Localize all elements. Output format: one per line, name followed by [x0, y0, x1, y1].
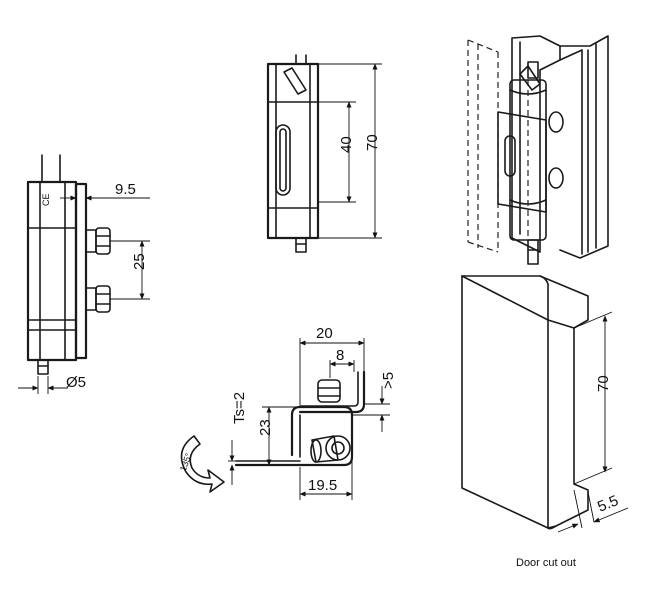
dim-slot: 40	[338, 136, 355, 153]
screw-hole	[548, 111, 564, 133]
dim-spacing: 25	[131, 253, 148, 270]
door-cutout-view: 70 5.5 Door cut out	[461, 275, 629, 569]
pin	[295, 237, 307, 253]
dim-width: 20	[316, 325, 333, 342]
hinge-front-body	[266, 62, 320, 240]
dim-offset: 9.5	[115, 181, 136, 198]
latch-pin	[283, 67, 307, 95]
hinge-body	[26, 180, 78, 362]
door-face	[461, 275, 549, 529]
caption: Door cut out	[516, 557, 576, 569]
top-view: 20 8 >5 23 Ts=2 19.5 135°	[178, 325, 397, 500]
bracket-outline	[234, 405, 354, 467]
door-plate	[497, 111, 547, 213]
nut-lower	[85, 285, 111, 313]
nut	[317, 379, 341, 403]
rotation-angle: 135°	[178, 451, 194, 472]
dim-depth: 23	[257, 419, 274, 436]
slot	[275, 124, 291, 196]
assembly-isometric	[467, 35, 609, 265]
nut-upper	[85, 227, 111, 255]
dim-thickness: Ts=2	[231, 392, 248, 424]
cutout-depth: 5.5	[595, 492, 621, 516]
pin	[37, 359, 49, 375]
screw-hole	[548, 167, 564, 189]
ce-mark: CE	[41, 193, 51, 206]
side-view: CE 9.5 25 Ø5	[18, 154, 150, 394]
dim-flange: 8	[336, 347, 344, 364]
mounting-plate	[74, 182, 88, 360]
dim-gap: >5	[380, 372, 397, 389]
front-view: 40 70	[266, 54, 382, 253]
cutout-height: 70	[595, 375, 612, 392]
rotation-arrow: 135°	[178, 435, 225, 493]
pin-section	[311, 435, 339, 463]
dim-base: 19.5	[308, 477, 337, 494]
dim-pin-diameter: Ø5	[66, 374, 86, 391]
dim-height: 70	[364, 134, 381, 151]
